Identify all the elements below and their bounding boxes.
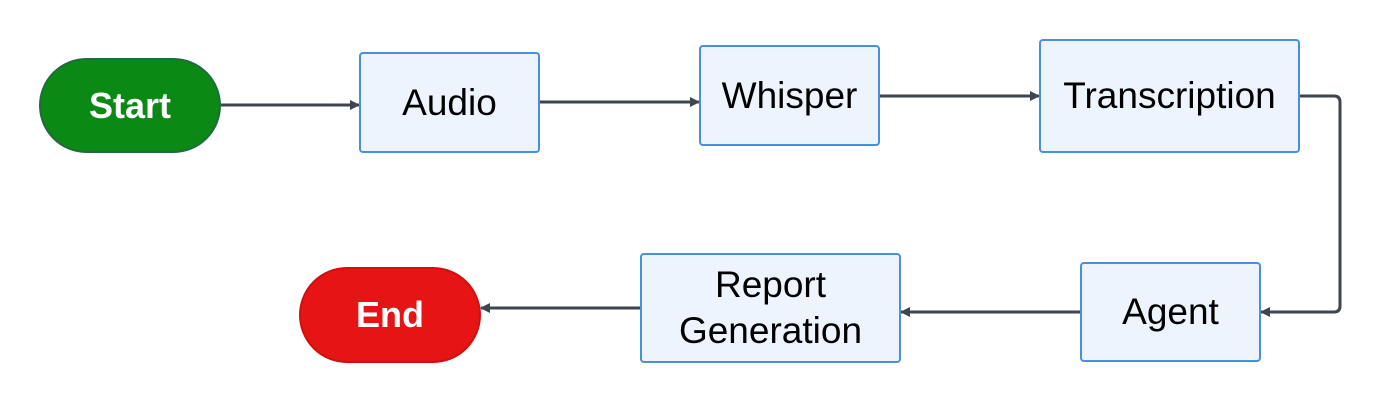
- transcription-node: Transcription: [1039, 39, 1300, 153]
- end-node-label: End: [356, 294, 424, 335]
- start-node-label: Start: [88, 84, 172, 126]
- report-generation-label-line-2: Generation: [678, 310, 863, 351]
- transcription-node-label: Transcription: [1063, 75, 1276, 116]
- end-node: End: [299, 267, 481, 363]
- agent-node-label: Agent: [1122, 291, 1219, 332]
- agent-node: Agent: [1080, 262, 1261, 362]
- whisper-node-label: Whisper: [721, 74, 858, 116]
- start-node: Start: [39, 58, 221, 153]
- report-generation-label-line-1: Report: [714, 264, 827, 305]
- audio-node-label: Audio: [402, 81, 497, 123]
- audio-node: Audio: [359, 52, 540, 153]
- edge-transcription-to-agent: [1260, 94, 1342, 317]
- report-generation-node: Report Generation: [640, 253, 901, 363]
- whisper-node: Whisper: [699, 45, 880, 146]
